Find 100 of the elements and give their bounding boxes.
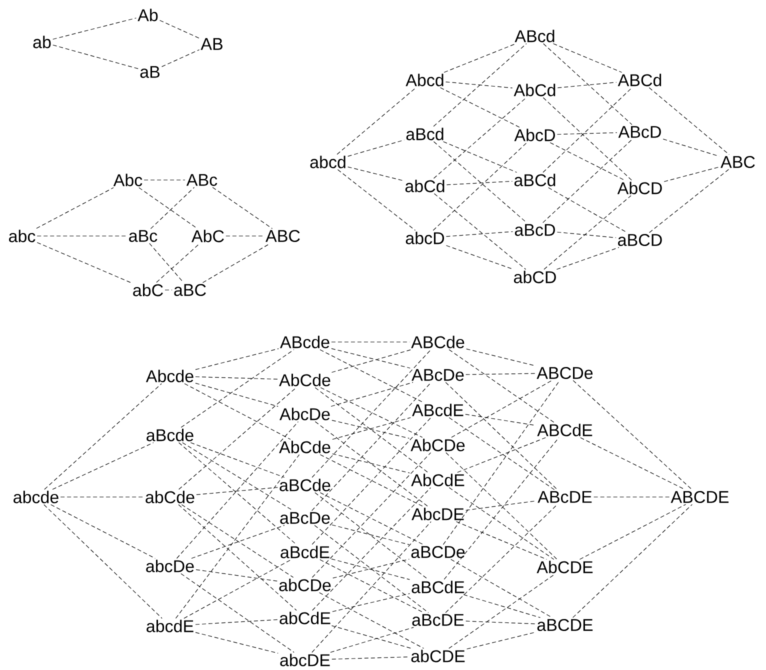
- genotype-label: aBCd: [514, 174, 556, 186]
- connector-line: [450, 559, 552, 618]
- genotype-label: AbCD: [617, 182, 662, 194]
- connector-line: [312, 487, 431, 611]
- connector-line: [648, 87, 730, 155]
- connector-line: [444, 43, 516, 73]
- connector-line: [312, 417, 432, 545]
- connector-line: [448, 349, 554, 423]
- connector-line: [457, 437, 546, 473]
- connector-line: [319, 592, 424, 649]
- connector-line: [580, 437, 686, 490]
- genotype-label: ab: [33, 36, 51, 48]
- connector-line: [52, 442, 154, 490]
- genotype-label: abcd: [310, 156, 346, 168]
- genotype-label: ABC: [266, 230, 300, 242]
- genotype-label: abCdE: [280, 612, 330, 624]
- genotype-label: AbCde: [279, 374, 330, 386]
- connector-line: [463, 594, 541, 618]
- connector-line: [446, 245, 514, 270]
- connector-line: [444, 437, 560, 580]
- connector-line: [445, 82, 513, 88]
- connector-line: [50, 504, 156, 559]
- connector-line: [332, 524, 410, 545]
- connector-line: [440, 87, 520, 128]
- genotype-label: AbcDE: [412, 508, 464, 520]
- connector-line: [442, 141, 518, 173]
- connector-line: [184, 559, 292, 619]
- genotype-label: ABcd: [514, 30, 554, 42]
- connector-line: [465, 414, 536, 426]
- connector-line: [542, 97, 632, 181]
- connector-line: [212, 187, 273, 229]
- connector-line: [195, 348, 279, 370]
- genotype-label: aBCD: [618, 234, 662, 246]
- connector-line: [314, 387, 428, 473]
- genotype-label: ABc: [186, 174, 218, 186]
- connector-line: [320, 454, 424, 507]
- genotype-label: abcde: [14, 490, 58, 504]
- connector-line: [466, 632, 536, 650]
- genotype-label: Ab: [138, 8, 158, 22]
- connector-line: [176, 421, 299, 559]
- connector-line: [195, 632, 278, 654]
- connector-line: [314, 492, 428, 580]
- connector-line: [320, 492, 424, 545]
- connector-line: [36, 187, 114, 229]
- connector-line: [191, 525, 285, 559]
- connector-line: [445, 504, 558, 613]
- connector-line: [542, 139, 632, 223]
- genotype-label: abc: [9, 230, 36, 242]
- connector-line: [336, 87, 416, 155]
- genotype-label: AbCdE: [411, 474, 464, 486]
- genotype-label: aBcde: [146, 428, 194, 442]
- connector-line: [442, 380, 560, 545]
- genotype-label: abCDe: [279, 578, 331, 592]
- connector-line: [195, 376, 278, 380]
- connector-line: [556, 232, 616, 238]
- genotype-label: aBc: [129, 230, 158, 242]
- connector-line: [331, 348, 410, 368]
- connector-line: [312, 382, 432, 511]
- connector-line: [466, 620, 536, 624]
- connector-line: [330, 382, 414, 407]
- connector-line: [178, 442, 296, 545]
- genotype-label: abCD: [514, 270, 556, 284]
- connector-line: [448, 487, 554, 560]
- genotype-label: AbCDe: [410, 438, 465, 452]
- genotype-label: AbcD: [514, 128, 555, 142]
- connector-line: [548, 187, 628, 233]
- genotype-label: abcD: [406, 232, 444, 244]
- connector-line: [649, 169, 729, 233]
- connector-line: [150, 187, 195, 229]
- connector-line: [190, 442, 285, 478]
- genotype-label: ABcD: [618, 126, 661, 138]
- connector-line: [44, 504, 162, 619]
- genotype-label: ABCDe: [536, 366, 593, 380]
- genotype-label: AbcDe: [280, 408, 330, 420]
- connector-line: [446, 452, 558, 560]
- genotype-label: ABcDE: [538, 491, 592, 503]
- connector-line: [542, 87, 632, 173]
- genotype-label: ABCDE: [670, 490, 729, 504]
- connector-line: [456, 521, 547, 560]
- connector-line: [180, 573, 294, 653]
- connector-line: [552, 43, 622, 73]
- connector-line: [433, 43, 527, 127]
- connector-line: [556, 247, 620, 270]
- genotype-label: aB: [140, 66, 160, 78]
- connector-line: [446, 180, 513, 186]
- connector-line: [448, 417, 555, 490]
- connector-line: [332, 656, 410, 660]
- connector-line: [178, 504, 297, 611]
- genotype-label: abC: [133, 284, 163, 296]
- genotype-label: AbCDE: [536, 560, 593, 574]
- genotype-label: aBCDE: [537, 618, 593, 632]
- genotype-label: AB: [200, 38, 222, 50]
- connector-line: [178, 387, 296, 490]
- connector-line: [466, 500, 536, 511]
- genotype-label: AbC: [192, 230, 224, 242]
- connector-line: [320, 387, 423, 438]
- connector-line: [312, 452, 432, 578]
- connector-line: [579, 504, 686, 560]
- connector-line: [314, 525, 429, 613]
- genotype-label: aBCDe: [411, 546, 465, 558]
